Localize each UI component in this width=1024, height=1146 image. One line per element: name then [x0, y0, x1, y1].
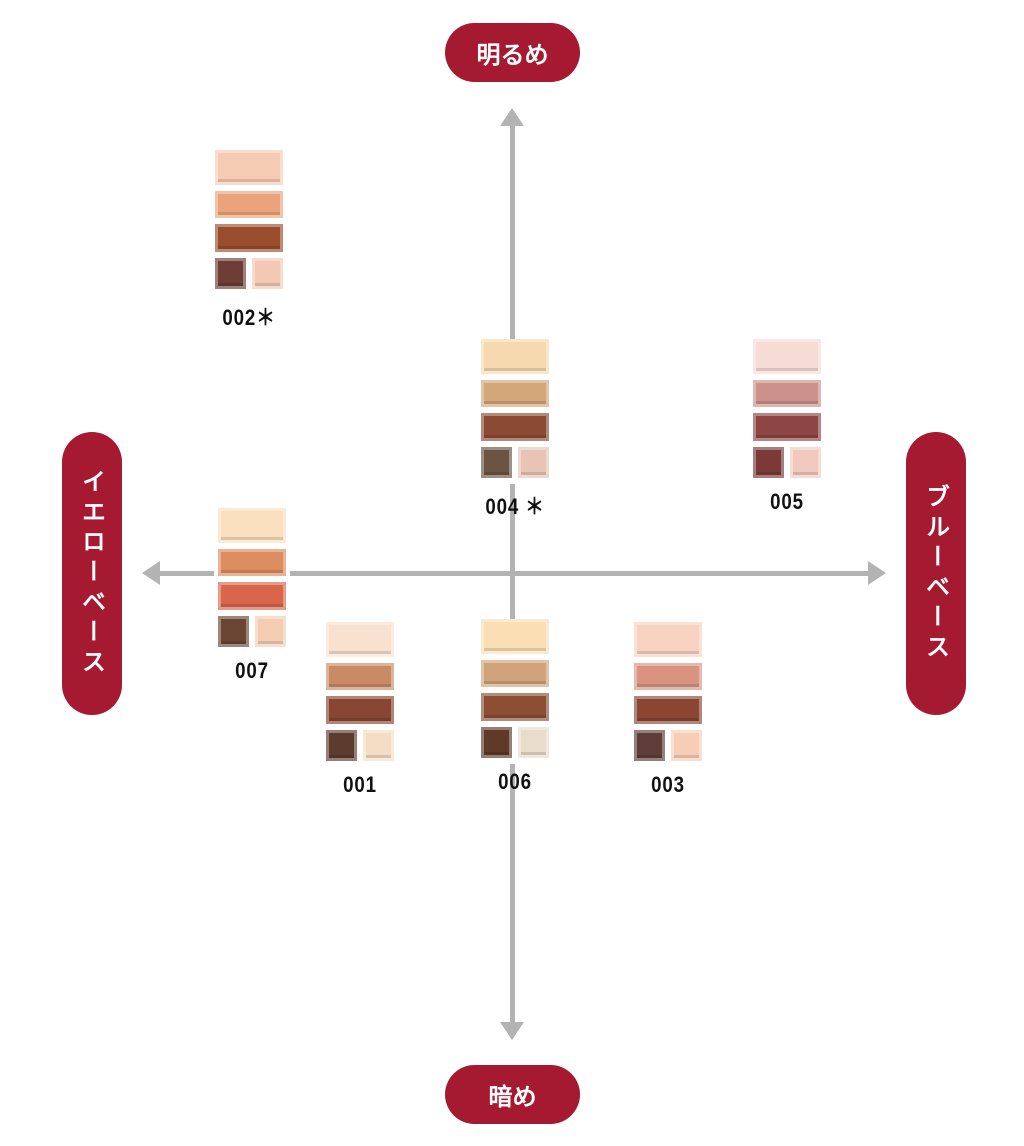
swatch-small [326, 730, 357, 761]
palette-006 [477, 619, 553, 764]
swatch [215, 224, 283, 252]
arrow-up-icon [500, 108, 524, 126]
swatch [326, 663, 394, 690]
swatch-small [481, 727, 512, 758]
swatch [481, 619, 549, 654]
swatch-small [252, 258, 283, 289]
palette-label: 001 [343, 772, 377, 797]
swatch [218, 508, 286, 543]
swatch [481, 413, 549, 441]
swatch [215, 191, 283, 218]
swatch [753, 339, 821, 374]
palette-007 [214, 508, 290, 653]
palette-label: 004 ＊ [485, 494, 545, 519]
axis-label-bright: 明るめ [445, 23, 580, 82]
swatch-small [634, 730, 665, 761]
axis-label-dark: 暗め [445, 1065, 580, 1124]
swatch [481, 339, 549, 374]
arrow-left-icon [142, 561, 160, 585]
swatch-small [218, 616, 249, 647]
palette-003 [630, 622, 706, 767]
axis-label-blue-base: ブルーベース [906, 432, 966, 715]
palette-label: 003 [651, 772, 685, 797]
palette-001 [322, 622, 398, 767]
swatch-small [518, 447, 549, 478]
swatch-small [753, 447, 784, 478]
palette-label: 006 [498, 769, 532, 794]
arrow-right-icon [868, 561, 886, 585]
swatch [634, 622, 702, 657]
swatch-small [671, 730, 702, 761]
palette-004 [477, 339, 553, 484]
palette-label: 007 [235, 658, 269, 683]
swatch [753, 413, 821, 441]
arrow-down-icon [500, 1022, 524, 1040]
swatch [218, 582, 286, 610]
swatch [634, 696, 702, 724]
swatch [481, 380, 549, 407]
swatch [753, 380, 821, 407]
swatch [218, 549, 286, 576]
swatch-small [790, 447, 821, 478]
swatch-small [255, 616, 286, 647]
swatch [481, 693, 549, 721]
swatch-small [481, 447, 512, 478]
swatch [215, 150, 283, 185]
swatch [634, 663, 702, 690]
swatch [481, 660, 549, 687]
swatch [326, 622, 394, 657]
horizontal-axis [155, 571, 875, 576]
swatch [326, 696, 394, 724]
palette-label: 005 [770, 489, 804, 514]
swatch-small [363, 730, 394, 761]
axis-label-yellow-base: イエローベース [62, 432, 122, 715]
palette-005 [749, 339, 825, 484]
palette-002 [211, 150, 287, 295]
swatch-small [215, 258, 246, 289]
palette-label: 002＊ [222, 305, 276, 330]
swatch-small [518, 727, 549, 758]
